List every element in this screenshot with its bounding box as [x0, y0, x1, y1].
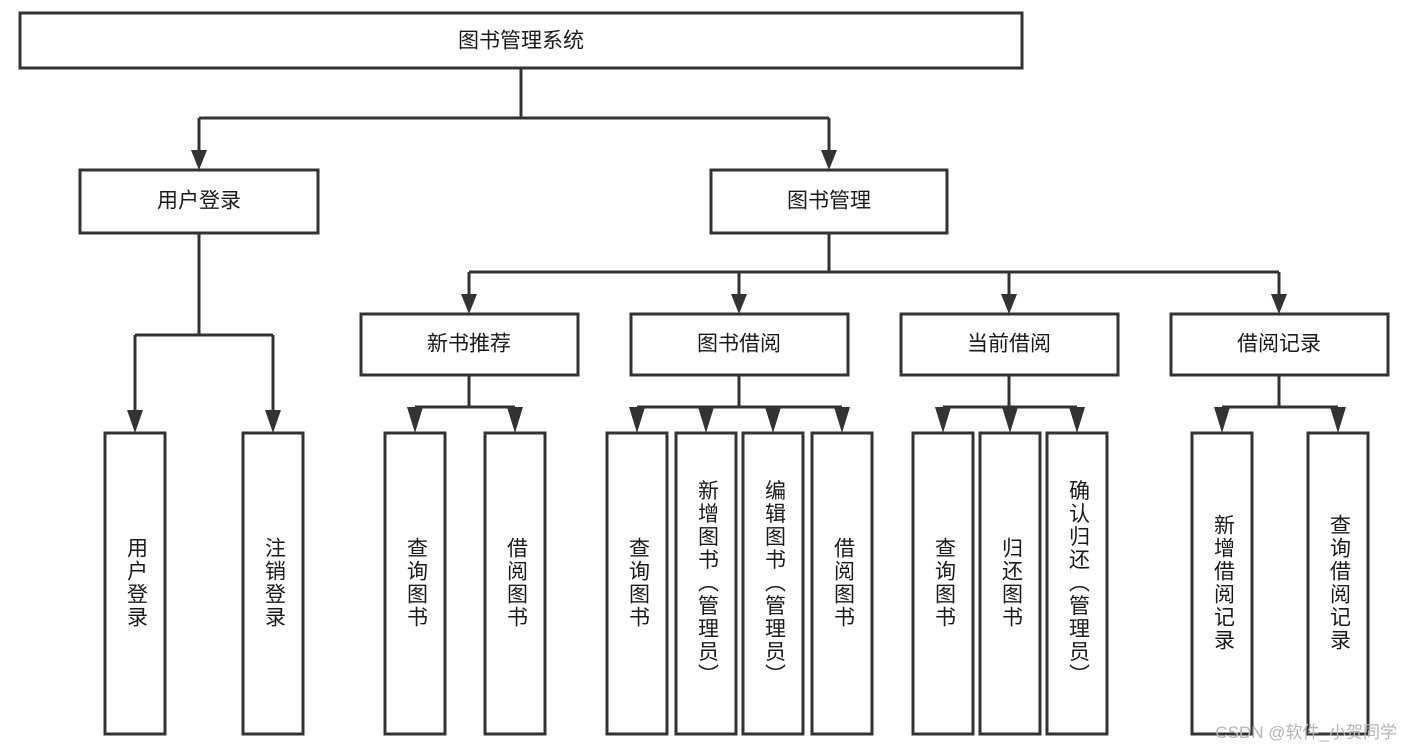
connector-group-user-login	[127, 233, 281, 433]
connector-group-borrow-record	[1214, 375, 1346, 433]
node-leaf-cb-query-book-label: 查询图书	[932, 537, 956, 629]
arrow-head-icon	[127, 410, 143, 433]
arrow-head-icon	[1002, 407, 1018, 433]
arrow-head-icon	[834, 407, 850, 433]
node-new-book-recommend[interactable]: 新书推荐	[359, 312, 580, 377]
node-root[interactable]: 图书管理系统	[18, 11, 1024, 70]
node-leaf-bb-edit-book[interactable]: 编辑图书（管理员）	[741, 431, 805, 736]
node-root-label: 图书管理系统	[458, 30, 584, 53]
node-book-borrow-box[interactable]	[629, 312, 850, 377]
node-leaf-br-add-record[interactable]: 新增借阅记录	[1190, 431, 1254, 736]
node-leaf-br-query-record-label: 查询借阅记录	[1327, 514, 1351, 652]
node-leaf-cb-return-book-box[interactable]	[978, 431, 1042, 736]
node-user-login-label: 用户登录	[157, 190, 241, 213]
node-leaf-cb-return-book[interactable]: 归还图书	[978, 431, 1042, 736]
node-book-borrow-label: 图书借阅	[697, 333, 781, 356]
connector-group-current-borrow	[935, 375, 1085, 433]
arrow-head-icon	[507, 407, 523, 433]
arrow-head-icon	[731, 294, 747, 314]
node-leaf-user-login[interactable]: 用户登录	[103, 431, 167, 736]
node-user-login[interactable]: 用户登录	[78, 168, 320, 235]
node-leaf-bb-add-book-label: 新增图书（管理员）	[695, 480, 719, 687]
node-leaf-nb-borrow-book-label: 借阅图书	[504, 537, 528, 629]
node-borrow-record-label: 借阅记录	[1237, 333, 1321, 356]
arrow-head-icon	[698, 407, 714, 433]
arrow-head-icon	[407, 407, 423, 433]
arrow-head-icon	[265, 410, 281, 433]
connector-group-book-mgmt	[461, 233, 1287, 314]
node-new-book-recommend-label: 新书推荐	[427, 333, 511, 356]
node-leaf-bb-add-book-box[interactable]	[674, 431, 738, 736]
node-leaf-bb-borrow-book-label: 借阅图书	[831, 537, 855, 629]
node-root-box[interactable]	[18, 11, 1024, 70]
node-user-login-box[interactable]	[78, 168, 320, 235]
node-leaf-bb-query-book-box[interactable]	[605, 431, 669, 736]
arrow-head-icon	[1001, 294, 1017, 314]
arrow-head-icon	[191, 150, 207, 170]
node-leaf-cb-query-book[interactable]: 查询图书	[911, 431, 975, 736]
arrow-head-icon	[821, 150, 837, 170]
node-leaf-user-login-label: 用户登录	[124, 537, 148, 629]
node-book-management[interactable]: 图书管理	[709, 168, 949, 235]
node-leaf-cb-confirm-return-label: 确认归还（管理员）	[1066, 480, 1090, 687]
node-leaf-logout[interactable]: 注销登录	[241, 431, 305, 736]
node-leaf-bb-edit-book-label: 编辑图书（管理员）	[762, 480, 786, 687]
arrow-head-icon	[765, 407, 781, 433]
node-leaf-bb-borrow-book-box[interactable]	[810, 431, 874, 736]
arrow-head-icon	[935, 407, 951, 433]
node-leaf-bb-query-book-label: 查询图书	[626, 537, 650, 629]
node-borrow-record[interactable]: 借阅记录	[1169, 312, 1390, 377]
node-leaf-nb-query-book-box[interactable]	[383, 431, 447, 736]
arrow-head-icon	[1069, 407, 1085, 433]
node-book-borrow[interactable]: 图书借阅	[629, 312, 850, 377]
node-current-borrow-label: 当前借阅	[967, 333, 1051, 356]
arrow-head-icon	[629, 407, 645, 433]
node-leaf-bb-query-book[interactable]: 查询图书	[605, 431, 669, 736]
node-leaf-cb-query-book-box[interactable]	[911, 431, 975, 736]
node-borrow-record-box[interactable]	[1169, 312, 1390, 377]
node-leaf-nb-query-book[interactable]: 查询图书	[383, 431, 447, 736]
node-leaf-br-query-record-box[interactable]	[1306, 431, 1370, 736]
node-leaf-nb-borrow-book[interactable]: 借阅图书	[483, 431, 547, 736]
arrow-head-icon	[1330, 407, 1346, 433]
node-leaf-cb-confirm-return-box[interactable]	[1045, 431, 1109, 736]
watermark-label: CSDN @软件_小贺同学	[1215, 723, 1397, 742]
arrow-head-icon	[461, 294, 477, 314]
node-leaf-cb-return-book-label: 归还图书	[999, 537, 1023, 629]
node-leaf-br-add-record-box[interactable]	[1190, 431, 1254, 736]
node-book-management-label: 图书管理	[787, 190, 871, 213]
node-leaf-bb-add-book[interactable]: 新增图书（管理员）	[674, 431, 738, 736]
node-leaf-nb-query-book-label: 查询图书	[404, 537, 428, 629]
node-book-management-box[interactable]	[709, 168, 949, 235]
node-leaf-logout-label: 注销登录	[262, 537, 286, 629]
node-current-borrow-box[interactable]	[899, 312, 1120, 377]
node-leaf-br-add-record-label: 新增借阅记录	[1211, 514, 1235, 652]
node-leaf-user-login-box[interactable]	[103, 431, 167, 736]
connector-group-book-borrow	[629, 375, 850, 433]
connector-group-new-book	[407, 375, 523, 433]
node-leaf-bb-borrow-book[interactable]: 借阅图书	[810, 431, 874, 736]
node-leaf-cb-confirm-return[interactable]: 确认归还（管理员）	[1045, 431, 1109, 736]
node-current-borrow[interactable]: 当前借阅	[899, 312, 1120, 377]
arrow-head-icon	[1271, 294, 1287, 314]
connector-group-root	[191, 68, 837, 170]
node-leaf-nb-borrow-book-box[interactable]	[483, 431, 547, 736]
arrow-head-icon	[1214, 407, 1230, 433]
node-leaf-logout-box[interactable]	[241, 431, 305, 736]
node-leaf-br-query-record[interactable]: 查询借阅记录	[1306, 431, 1370, 736]
node-leaf-bb-edit-book-box[interactable]	[741, 431, 805, 736]
node-new-book-recommend-box[interactable]	[359, 312, 580, 377]
